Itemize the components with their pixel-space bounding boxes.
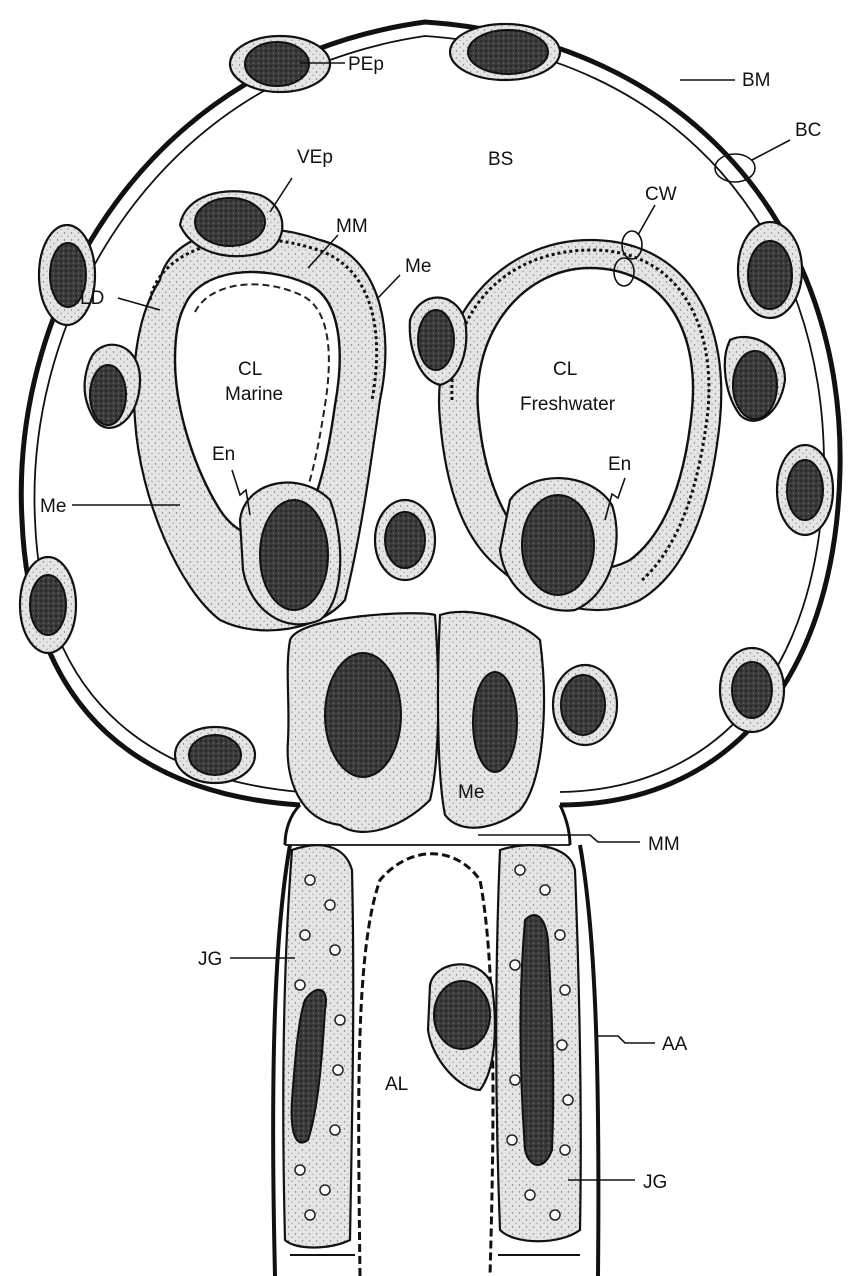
label-mm-bottom: MM — [648, 834, 680, 855]
label-bs: BS — [488, 149, 513, 170]
label-jg-left: JG — [198, 949, 222, 970]
label-bc: BC — [795, 120, 821, 141]
label-bm: BM — [742, 70, 771, 91]
label-me-center: Me — [458, 782, 484, 803]
label-cw: CW — [645, 184, 677, 205]
label-cl-freshwater: CL — [553, 359, 577, 380]
afferent-arteriole — [273, 845, 598, 1276]
mesangium — [288, 612, 544, 832]
label-jg-right: JG — [643, 1172, 667, 1193]
label-marine: Marine — [225, 384, 283, 405]
label-ld: LD — [80, 288, 104, 309]
label-al: AL — [385, 1074, 408, 1095]
label-vep: VEp — [297, 147, 333, 168]
label-en-left: En — [212, 444, 235, 465]
label-me-left: Me — [40, 496, 66, 517]
label-cl-marine: CL — [238, 359, 262, 380]
label-freshwater: Freshwater — [520, 394, 616, 415]
label-en-right: En — [608, 454, 631, 475]
label-pep: PEp — [348, 54, 384, 75]
label-mm-top: MM — [336, 216, 368, 237]
label-aa: AA — [662, 1034, 688, 1055]
label-me-top: Me — [405, 256, 431, 277]
